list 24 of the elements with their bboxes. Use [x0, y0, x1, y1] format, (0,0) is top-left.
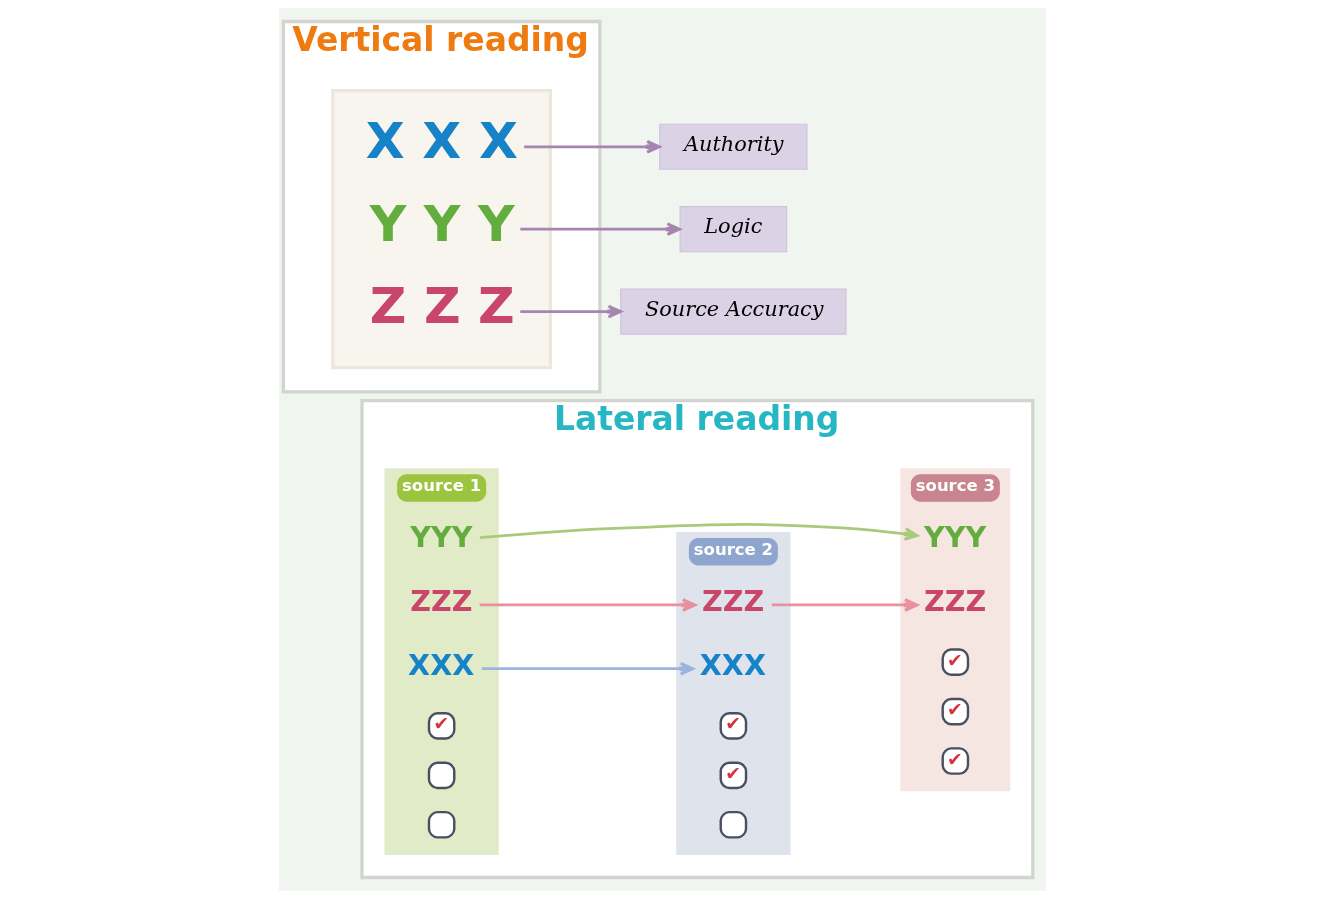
node-text: Y Y Y — [369, 193, 515, 253]
node-text: Z Z Z — [369, 275, 515, 335]
node-box: Authority — [658, 123, 808, 170]
arrow — [479, 598, 696, 612]
arrow — [523, 139, 661, 154]
node-box — [719, 810, 747, 839]
node-box: Source Accuracy — [619, 288, 847, 335]
node-box — [427, 810, 455, 839]
node-text: YYY — [409, 520, 472, 555]
arrow — [481, 661, 694, 676]
cluster — [330, 89, 552, 370]
node-text: ZZZ — [923, 583, 986, 618]
node-text: XXX — [699, 647, 766, 682]
node-text: ZZZ — [409, 583, 472, 618]
node-box: Logic — [679, 206, 787, 253]
arrow — [519, 222, 681, 236]
node-text: YYY — [923, 520, 986, 555]
node-text: ZZZ — [701, 583, 764, 618]
arrow — [771, 598, 919, 612]
node-box — [427, 761, 455, 790]
node-text: XXX — [407, 647, 474, 682]
arrow — [519, 304, 622, 319]
node-text: X X X — [365, 111, 518, 171]
arrow — [479, 523, 919, 541]
